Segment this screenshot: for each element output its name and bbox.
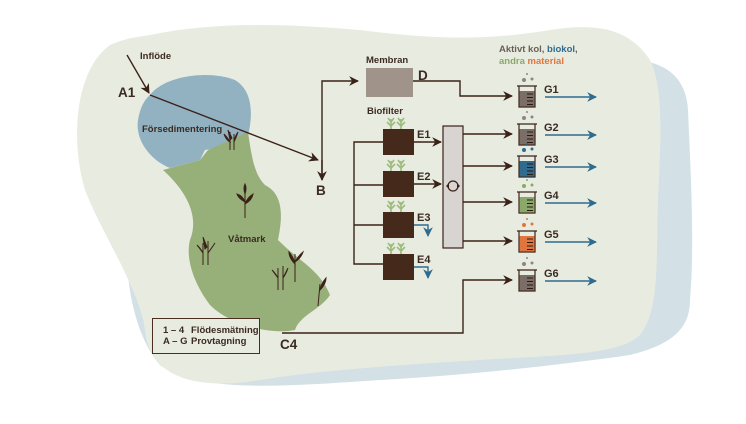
a1-label: A1 <box>118 85 136 100</box>
filter-media <box>519 275 535 291</box>
beaker-icon <box>517 191 537 214</box>
filter-column-g1: G1 <box>517 73 597 108</box>
column-label-g6: G6 <box>544 268 559 280</box>
membrane-unit <box>366 68 413 97</box>
wetland-area <box>163 132 330 332</box>
filter-media <box>519 236 535 252</box>
biofilter-manifold <box>353 141 383 265</box>
recirculation-icon <box>446 180 460 192</box>
biofilter-label-e2: E2 <box>417 171 430 183</box>
biofilter-e3: E3 <box>383 200 433 238</box>
plant-icon <box>396 117 406 129</box>
soil-box <box>383 212 414 238</box>
biofilter-label-e3: E3 <box>417 212 430 224</box>
drain-arrow <box>414 224 433 237</box>
biofilter-e2: E2 <box>383 159 442 197</box>
filter-column-g4: G4 <box>463 179 597 214</box>
column-label-g3: G3 <box>544 154 559 166</box>
media-title-segment: biokol <box>547 44 575 55</box>
biofilter-e4: E4 <box>383 242 433 280</box>
drain-arrow <box>414 266 433 279</box>
column-label-g5: G5 <box>544 229 559 241</box>
pipe-d-to-g1 <box>413 80 513 101</box>
media-title-segment: andra <box>499 56 526 67</box>
bubbles-icon <box>522 179 534 188</box>
soil-box <box>383 129 414 155</box>
filter-media <box>519 91 535 107</box>
filter-media <box>519 129 535 145</box>
b-label: B <box>316 183 326 198</box>
legend-key: 1 – 4 <box>163 325 185 336</box>
pipe-b-to-membrane <box>321 76 359 180</box>
legend-text: Provtagning <box>191 336 247 347</box>
media-title-line2: andra material <box>499 56 564 67</box>
media-title-segment: , <box>542 44 547 55</box>
filter-column-g3: G3 <box>463 143 597 178</box>
biofilter-label-e4: E4 <box>417 254 431 266</box>
membrane-label: Membran <box>366 55 408 66</box>
beaker-icon <box>517 155 537 178</box>
legend-row-flow: 1 – 4 Flödesmätning <box>163 325 259 336</box>
plant-icon <box>396 200 406 212</box>
filter-column-g2: G2 <box>463 111 597 146</box>
inflow-arrow <box>126 54 150 94</box>
filter-media <box>519 197 535 213</box>
reed-plants <box>196 129 327 307</box>
c4-label: C4 <box>280 337 298 352</box>
bubbles-icon <box>522 73 534 82</box>
beaker-icon <box>517 230 537 253</box>
media-title-segment: Aktivt kol <box>499 44 542 55</box>
soil-box <box>383 254 414 280</box>
pipe-a1-to-b <box>149 94 319 162</box>
inflow-label: Inflöde <box>140 51 171 62</box>
legend-box: 1 – 4 Flödesmätning A – G Provtagning <box>152 318 260 354</box>
plant-icon <box>386 117 396 129</box>
plant-icon <box>386 242 396 254</box>
biofilter-e1: E1 <box>383 117 442 155</box>
biofilter-label: Biofilter <box>367 106 403 117</box>
plant-icon <box>396 242 406 254</box>
bubbles-icon <box>522 218 534 227</box>
media-title-segment: material <box>528 56 564 67</box>
column-label-g4: G4 <box>544 190 560 202</box>
biofilter-label-e1: E1 <box>417 129 430 141</box>
media-title-line1: Aktivt kol, biokol, <box>499 44 578 55</box>
legend-key: A – G <box>163 336 188 347</box>
pipe-c4-to-g6 <box>282 275 513 334</box>
wetland-label: Våtmark <box>228 234 266 245</box>
mixer-unit <box>442 125 464 249</box>
bubbles-icon <box>522 111 534 120</box>
presedimentation-label: Försedimentering <box>142 124 222 135</box>
d-label: D <box>418 68 428 83</box>
media-title-segment: , <box>575 44 578 55</box>
bubbles-icon <box>522 257 534 266</box>
filter-column-g6: G6 <box>517 257 597 292</box>
plant-icon <box>386 200 396 212</box>
beaker-icon <box>517 269 537 292</box>
filter-media <box>519 161 535 177</box>
legend-text: Flödesmätning <box>191 325 259 336</box>
legend-row-sampling: A – G Provtagning <box>163 336 259 347</box>
plant-icon <box>386 159 396 171</box>
column-label-g1: G1 <box>544 84 559 96</box>
plant-icon <box>396 159 406 171</box>
filter-column-g5: G5 <box>463 218 597 253</box>
column-label-g2: G2 <box>544 122 559 134</box>
bubbles-icon <box>522 143 534 152</box>
beaker-icon <box>517 85 537 108</box>
soil-box <box>383 171 414 197</box>
